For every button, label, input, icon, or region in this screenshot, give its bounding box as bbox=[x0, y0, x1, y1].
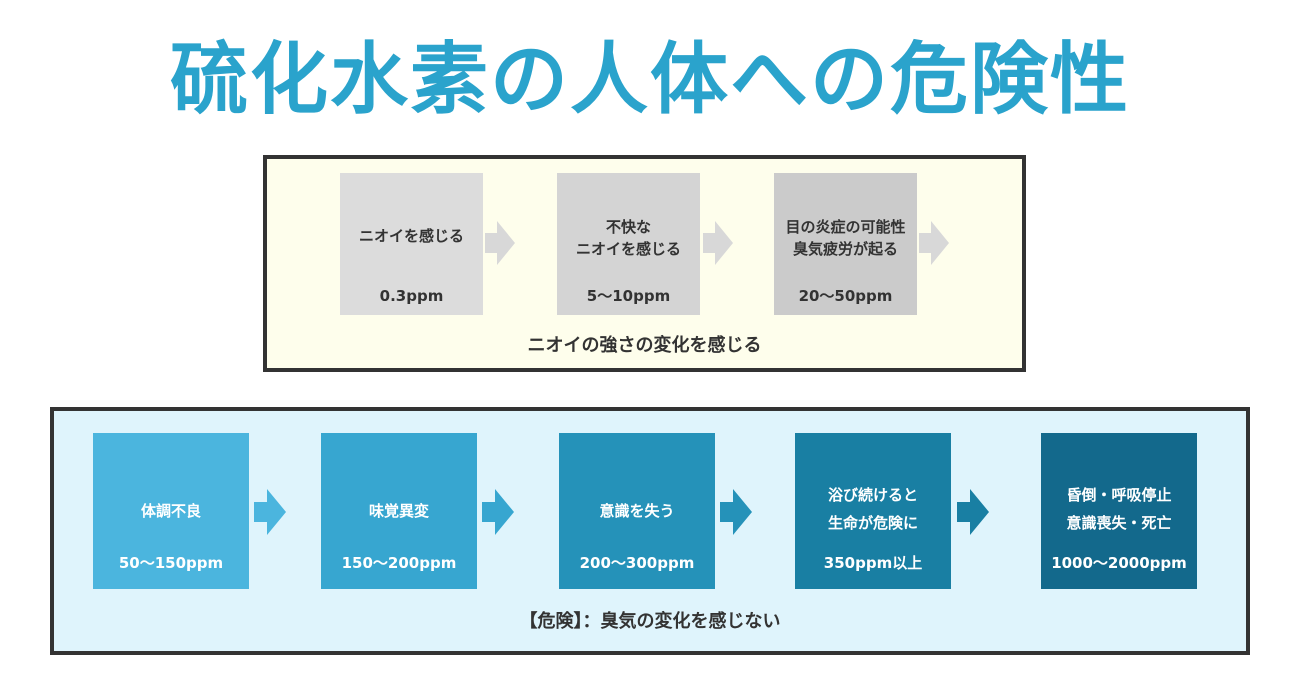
right-arrow-icon bbox=[720, 489, 752, 535]
odor-step-value: 5〜10ppm bbox=[586, 287, 671, 305]
right-arrow-icon bbox=[482, 489, 514, 535]
danger-step-label: 昏倒・呼吸停止 意識喪失・死亡 bbox=[1066, 486, 1172, 532]
danger-step-value: 150〜200ppm bbox=[341, 554, 457, 572]
odor-step-label: 目の炎症の可能性 臭気疲労が起る bbox=[785, 218, 906, 258]
odor-change-panel: ニオイを感じる 0.3ppm 不快な ニオイを感じる 5〜10ppm 目の炎症の… bbox=[263, 155, 1026, 372]
danger-step-box: 昏倒・呼吸停止 意識喪失・死亡 1000〜2000ppm bbox=[1041, 433, 1197, 589]
danger-step-label: 浴び続けると 生命が危険に bbox=[827, 486, 918, 532]
odor-step-box: ニオイを感じる 0.3ppm bbox=[340, 173, 483, 315]
right-arrow-icon bbox=[919, 221, 949, 265]
right-arrow-icon bbox=[957, 489, 989, 535]
odor-step-box: 不快な ニオイを感じる 5〜10ppm bbox=[557, 173, 700, 315]
danger-step-box: 体調不良 50〜150ppm bbox=[93, 433, 249, 589]
odor-step-value: 20〜50ppm bbox=[798, 287, 893, 305]
danger-step-box: 意識を失う 200〜300ppm bbox=[559, 433, 715, 589]
right-arrow-icon bbox=[254, 489, 286, 535]
danger-step-value: 350ppm以上 bbox=[823, 554, 923, 572]
odor-step-label: ニオイを感じる bbox=[358, 227, 464, 245]
danger-panel: 体調不良 50〜150ppm 味覚異変 150〜200ppm 意識を失う 200… bbox=[50, 407, 1250, 655]
danger-panel-caption: 【危険】：臭気の変化を感じない bbox=[519, 611, 781, 632]
danger-step-label: 体調不良 bbox=[140, 502, 201, 520]
danger-step-label: 意識を失う bbox=[599, 502, 675, 520]
page-title: 硫化水素の人体への危険性 bbox=[169, 35, 1130, 125]
odor-step-value: 0.3ppm bbox=[379, 287, 444, 305]
odor-step-label: 不快な ニオイを感じる bbox=[575, 218, 681, 258]
danger-step-box: 味覚異変 150〜200ppm bbox=[321, 433, 477, 589]
right-arrow-icon bbox=[485, 221, 515, 265]
odor-step-box: 目の炎症の可能性 臭気疲労が起る 20〜50ppm bbox=[774, 173, 917, 315]
right-arrow-icon bbox=[703, 221, 733, 265]
danger-step-box: 浴び続けると 生命が危険に 350ppm以上 bbox=[795, 433, 951, 589]
danger-step-value: 1000〜2000ppm bbox=[1051, 554, 1187, 572]
danger-step-label: 味覚異変 bbox=[368, 502, 429, 520]
odor-panel-caption: ニオイの強さの変化を感じる bbox=[527, 335, 762, 356]
danger-step-value: 50〜150ppm bbox=[118, 554, 224, 572]
danger-step-value: 200〜300ppm bbox=[579, 554, 695, 572]
